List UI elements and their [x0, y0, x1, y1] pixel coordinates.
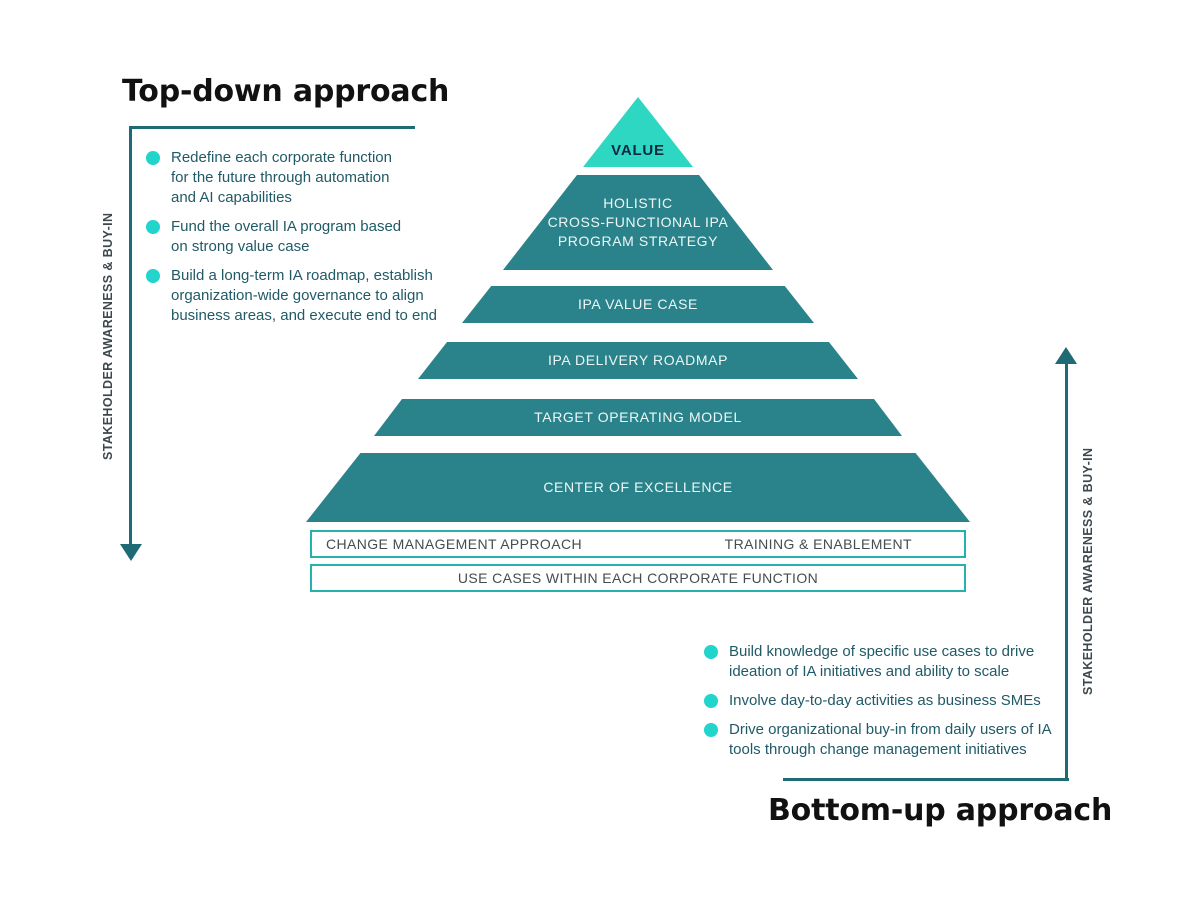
pyramid-level-program-strategy: HOLISTIC CROSS-FUNCTIONAL IPA PROGRAM ST… [503, 175, 773, 270]
bullet-text: Drive organizational buy-in from daily u… [729, 721, 1052, 758]
pyramid-level-label: TARGET OPERATING MODEL [534, 409, 742, 425]
pyramid-level-label: IPA DELIVERY ROADMAP [547, 352, 729, 368]
foundation-label-use-cases: USE CASES WITHIN EACH CORPORATE FUNCTION [457, 570, 819, 586]
foundation-label-training-enablement: TRAINING & ENABLEMENT [724, 536, 912, 552]
list-item: Involve day-to-day activities as busines… [704, 691, 1056, 711]
bottom-up-heading: Bottom-up approach [768, 793, 1113, 828]
pyramid-level-label: IPA VALUE CASE [578, 296, 698, 312]
list-item: Redefine each corporate function for the… [146, 148, 446, 208]
bullet-text: Fund the overall IA program based on str… [171, 218, 402, 255]
bullet-dot-icon [146, 151, 160, 165]
list-item: Build a long-term IA roadmap, establish … [146, 266, 446, 326]
bullet-text: Redefine each corporate function for the… [171, 149, 392, 206]
bullet-dot-icon [146, 220, 160, 234]
pyramid-level-label: HOLISTIC CROSS-FUNCTIONAL IPA PROGRAM ST… [547, 195, 729, 249]
bullet-text: Build knowledge of specific use cases to… [729, 643, 1035, 680]
pyramid-level-center-of-excellence: CENTER OF EXCELLENCE [306, 453, 970, 522]
list-item: Build knowledge of specific use cases to… [704, 642, 1056, 682]
bullet-dot-icon [146, 269, 160, 283]
foundation-box-use-cases: USE CASES WITHIN EACH CORPORATE FUNCTION [310, 564, 966, 592]
bullet-text: Involve day-to-day activities as busines… [729, 692, 1041, 709]
arrow-down-icon [120, 544, 142, 561]
bullet-dot-icon [704, 723, 718, 737]
foundation-label-change-management: CHANGE MANAGEMENT APPROACH [326, 536, 582, 552]
top-down-bracket-line [129, 126, 415, 129]
left-axis-label: STAKEHOLDER AWARENESS & BUY-IN [101, 212, 115, 460]
top-down-heading: Top-down approach [122, 74, 450, 109]
pyramid-level-value-case: IPA VALUE CASE [462, 286, 814, 323]
bottom-up-bullet-list: Build knowledge of specific use cases to… [704, 642, 1056, 760]
pyramid-level-value: VALUE [583, 97, 693, 167]
foundation-box-change-training: CHANGE MANAGEMENT APPROACH TRAINING & EN… [310, 530, 966, 558]
top-down-bullet-list: Redefine each corporate function for the… [146, 148, 446, 326]
list-item: Drive organizational buy-in from daily u… [704, 720, 1056, 760]
pyramid-level-delivery-roadmap: IPA DELIVERY ROADMAP [418, 342, 858, 379]
pyramid-level-operating-model: TARGET OPERATING MODEL [374, 399, 902, 436]
bullet-dot-icon [704, 694, 718, 708]
pyramid-level-label: CENTER OF EXCELLENCE [543, 479, 733, 495]
bottom-up-bracket-line [783, 778, 1069, 781]
top-down-arrow-line [129, 126, 132, 546]
bullet-dot-icon [704, 645, 718, 659]
bottom-up-arrow-line [1065, 362, 1068, 781]
right-axis-label: STAKEHOLDER AWARENESS & BUY-IN [1081, 447, 1095, 695]
pyramid-level-label: VALUE [611, 142, 665, 159]
arrow-up-icon [1055, 347, 1077, 364]
bullet-text: Build a long-term IA roadmap, establish … [171, 267, 438, 324]
list-item: Fund the overall IA program based on str… [146, 217, 446, 257]
